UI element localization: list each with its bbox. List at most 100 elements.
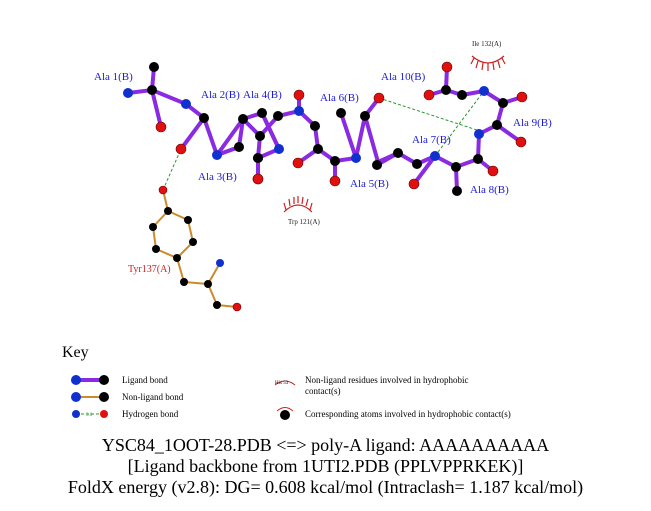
atom-o <box>408 178 420 190</box>
label-trp121: Trp 121(A) <box>288 218 320 226</box>
atom-c <box>238 114 248 124</box>
atom-n <box>479 86 489 96</box>
key-ligand-atom-n-icon <box>71 375 81 385</box>
atom-c <box>498 98 508 108</box>
key-hbond-distance: 3.0 <box>86 413 93 418</box>
atom-o <box>232 302 242 312</box>
atoms <box>123 61 528 312</box>
key-hbond-label: Hydrogen bond <box>122 409 179 419</box>
atom-o <box>329 175 341 187</box>
atom-o <box>516 91 528 103</box>
atom-c <box>360 111 370 121</box>
atom-n <box>274 144 284 154</box>
key-hbond-atom-n-icon <box>72 410 80 418</box>
label-ala9: Ala 9(B) <box>513 117 552 129</box>
caption-line3: FoldX energy (v2.8): DG= 0.608 kcal/mol … <box>67 477 584 497</box>
atom-c <box>173 254 181 262</box>
tyr-bond-9 <box>183 281 209 285</box>
label-ala8: Ala 8(B) <box>470 184 509 196</box>
key-ligand-bond: Ligand bond <box>71 375 168 385</box>
caption-line1: YSC84_1OOT-28.PDB <=> poly-A ligand: AAA… <box>101 435 550 455</box>
atom-n <box>351 153 361 163</box>
atom-o <box>515 136 527 148</box>
atom-c <box>273 111 283 121</box>
atom-o <box>292 157 304 169</box>
atom-n <box>430 151 440 161</box>
key-nonligand-bond-label: Non-ligand bond <box>122 392 184 402</box>
key-title: Key <box>62 344 89 361</box>
atom-c <box>234 142 244 152</box>
key-hydrophobic-example: His 53 <box>275 381 289 386</box>
key-hbond: 3.0 Hydrogen bond <box>72 409 179 419</box>
hydrophobic-contacts <box>283 55 506 213</box>
atom-c <box>457 90 467 100</box>
key-hbond-atom-o-icon <box>100 410 108 418</box>
key-hydrophobic-residues-line2: contact(s) <box>305 386 340 396</box>
caption-line2: [Ligand backbone from 1UTI2.PDB (PPLVPPR… <box>127 456 524 476</box>
atom-o <box>373 92 385 104</box>
ligand-bond-side-3 <box>179 116 206 151</box>
key-hydrophobic-residues-line1: Non-ligand residues involved in hydropho… <box>305 375 468 385</box>
ligand-bond-side-2 <box>150 88 163 129</box>
key-nonligand-atom-c-icon <box>99 392 109 402</box>
atom-c <box>257 108 267 118</box>
atom-c <box>147 85 157 95</box>
label-ala1: Ala 1(B) <box>94 71 133 83</box>
label-ala5: Ala 5(B) <box>350 178 389 190</box>
nitrogen-atoms <box>123 86 489 267</box>
label-ile132: Ile 132(A) <box>472 40 502 48</box>
ligand-bond-side-19 <box>215 117 245 157</box>
key-nonligand-atom-n-icon <box>71 392 81 402</box>
atom-c <box>393 148 403 158</box>
key-hydrophobic-atoms-label: Corresponding atoms involved in hydropho… <box>305 409 511 419</box>
ligand-bond-side-9 <box>339 111 358 160</box>
label-tyr137: Tyr137(A) <box>128 264 171 275</box>
tyr-bond-10 <box>207 262 221 285</box>
hbond-tyr137-ala2 <box>162 148 182 191</box>
hbond-ala5-ala9 <box>413 90 485 185</box>
atom-c <box>412 159 422 169</box>
atom-c <box>149 62 159 72</box>
atom-o <box>423 89 435 101</box>
atom-c <box>313 144 323 154</box>
hbond-ala6-ala7 <box>378 97 478 131</box>
ligand-bond-side-5 <box>260 111 281 151</box>
key-hydrophobic-arc-icon <box>274 380 296 386</box>
oxygen-atoms <box>155 61 528 312</box>
atom-o <box>293 89 305 101</box>
atom-c <box>164 207 172 215</box>
atom-n <box>212 150 222 160</box>
tyr137-bonds <box>152 189 238 308</box>
atom-c <box>336 108 346 118</box>
atom-c <box>253 153 263 163</box>
atom-c <box>180 278 188 286</box>
atom-c <box>149 223 157 231</box>
atom-c <box>255 131 265 141</box>
ile132-hydrophobic-icon <box>470 55 506 71</box>
atom-c <box>492 120 502 130</box>
ligand-bond-side-11 <box>412 154 437 186</box>
atom-c <box>330 156 340 166</box>
atom-n <box>123 88 133 98</box>
ligand-bonds <box>126 65 524 193</box>
key-nonligand-bond: Non-ligand bond <box>71 392 184 402</box>
label-ala2: Ala 2(B) <box>201 89 240 101</box>
atom-n <box>474 129 484 139</box>
atom-c <box>152 245 160 253</box>
label-ala6: Ala 6(B) <box>320 92 359 104</box>
key-hydrophobic-atom-arc-icon <box>276 407 294 412</box>
atom-n <box>216 259 224 267</box>
key-hydrophobic-residue: His 53 Non-ligand residues involved in h… <box>274 375 468 396</box>
atom-o <box>175 143 187 155</box>
key-hydrophobic-atoms: Corresponding atoms involved in hydropho… <box>276 407 511 420</box>
key-ligand-bond-label: Ligand bond <box>122 375 168 385</box>
atom-c <box>473 154 483 164</box>
atom-c <box>184 216 192 224</box>
key-legend: Key Ligand bond Non-ligand bond 3.0 Hydr… <box>62 344 511 420</box>
label-ala3: Ala 3(B) <box>198 171 237 183</box>
atom-c <box>204 280 212 288</box>
atom-c <box>310 121 320 131</box>
atom-o <box>158 185 168 195</box>
atom-n <box>181 99 191 109</box>
atom-o <box>155 121 167 133</box>
